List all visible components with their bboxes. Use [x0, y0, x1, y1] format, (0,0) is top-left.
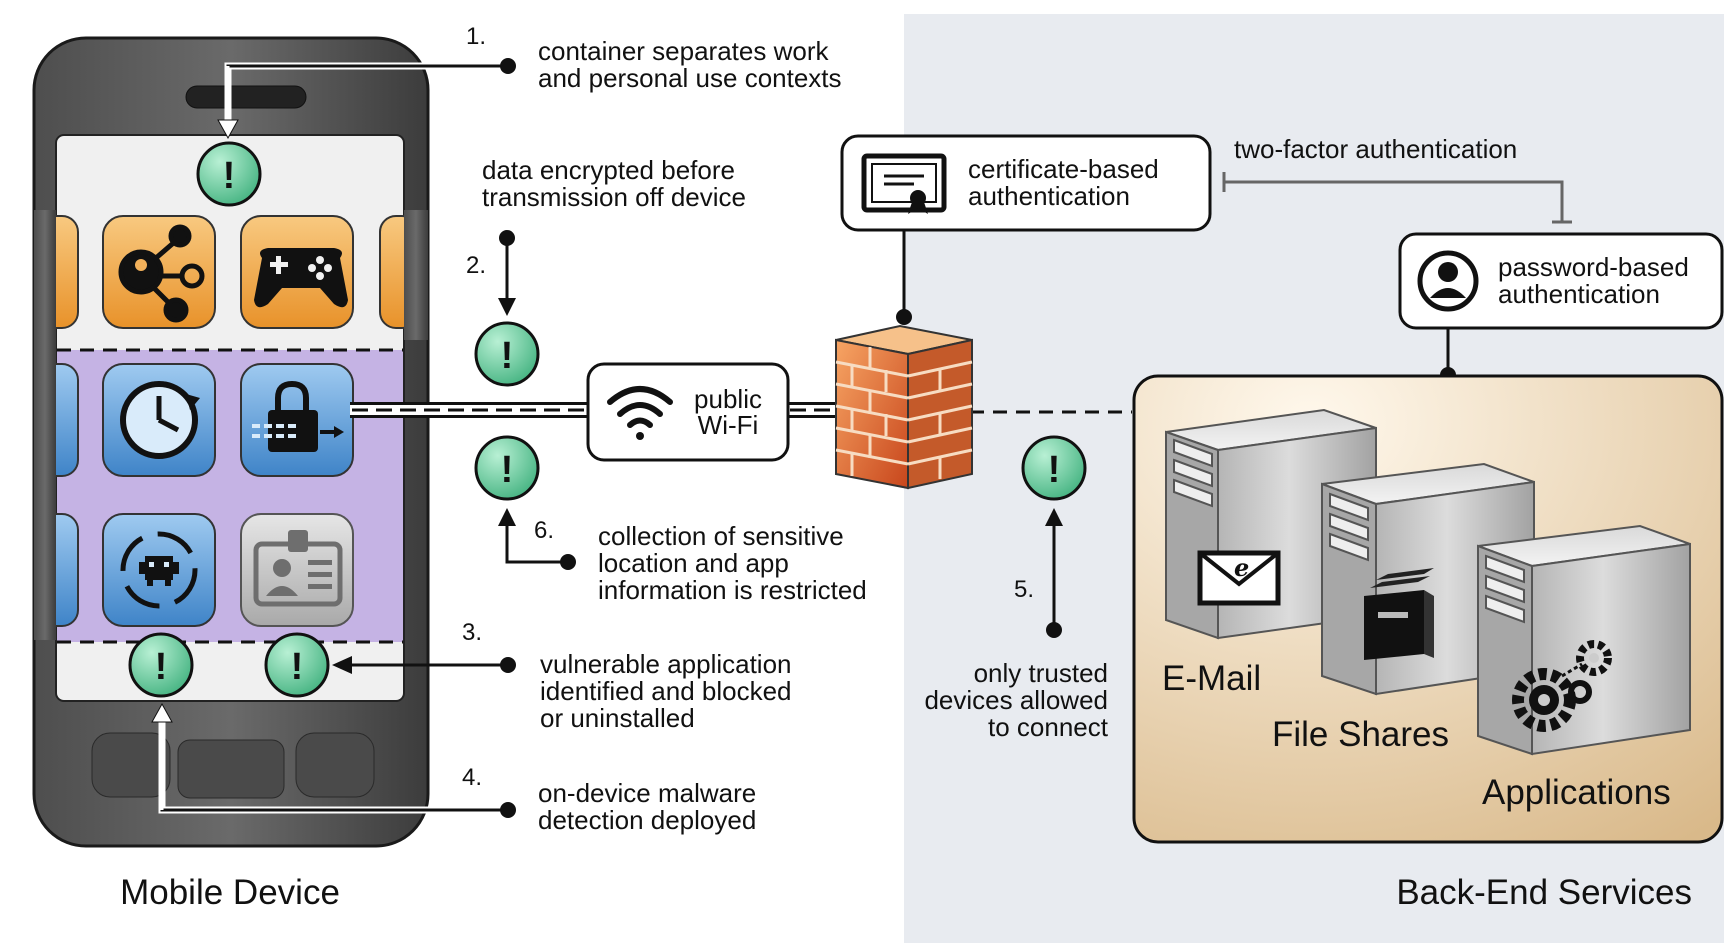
section-mobile-title: Mobile Device: [120, 873, 340, 912]
step-3-connector: [332, 656, 516, 674]
step-1-number: 1.: [466, 23, 486, 50]
step-6-line3: information is restricted: [598, 575, 867, 605]
exclamation-icon: !: [155, 646, 168, 688]
step-5-line2: devices allowed: [924, 685, 1108, 715]
step-1-connector: [217, 58, 516, 140]
step-2-line2: transmission off device: [482, 182, 746, 212]
certificate-icon: [861, 153, 947, 214]
encryption-lock-icon: [252, 380, 344, 452]
app-social-network[interactable]: [102, 215, 216, 329]
id-card-icon: [253, 530, 343, 607]
app-id-card[interactable]: [240, 513, 354, 627]
step-2-number: 2.: [466, 252, 486, 279]
step-2-connector: [498, 230, 516, 316]
two-factor-bracket: [1222, 172, 1572, 224]
certificate-label-line1: certificate-based: [968, 154, 1159, 184]
malware-target-icon: [120, 531, 198, 609]
step-2-line1: data encrypted before: [482, 155, 735, 185]
step-5-connector: [1045, 508, 1063, 638]
exclamation-icon: !: [1048, 449, 1061, 491]
step-5-number: 5.: [1014, 576, 1034, 603]
step-5-line1: only trusted: [974, 658, 1108, 688]
step-4-line1: on-device malware: [538, 778, 756, 808]
exclamation-icon: !: [501, 335, 514, 377]
exclamation-icon: !: [223, 155, 236, 197]
certificate-auth-box: certificate-based authentication: [840, 134, 1212, 232]
alert-badge-encryption: !: [474, 321, 540, 387]
server-icon: [1485, 554, 1525, 624]
firewall-icon: [835, 324, 973, 490]
alert-badge-malware: !: [128, 632, 194, 698]
alert-badge-container: !: [196, 141, 262, 207]
exclamation-icon: !: [501, 449, 514, 491]
step-4-connector: [151, 702, 516, 818]
password-auth-box: password-based authentication: [1398, 232, 1724, 330]
email-server-label: E-Mail: [1162, 659, 1261, 698]
certificate-label-line2: authentication: [968, 181, 1130, 211]
server-icon: [1329, 492, 1369, 562]
step-3-line1: vulnerable application: [540, 649, 792, 679]
step-4-line2: detection deployed: [538, 805, 756, 835]
social-network-icon: [118, 224, 205, 323]
step-6-connector: [498, 508, 576, 570]
wifi-label-line1: public: [694, 384, 762, 414]
wifi-label-line2: Wi-Fi: [698, 410, 759, 440]
clock-icon: [120, 381, 200, 459]
file-shares-label: File Shares: [1272, 715, 1449, 754]
applications-label: Applications: [1482, 773, 1671, 812]
app-malware-detection[interactable]: [102, 513, 216, 627]
password-label-line1: password-based: [1498, 252, 1689, 282]
step-5-line3: to connect: [988, 712, 1109, 742]
step-6-number: 6.: [534, 517, 554, 544]
step-1-line2: and personal use contexts: [538, 63, 842, 93]
public-wifi-node: public Wi-Fi: [586, 362, 790, 462]
step-6-line2: location and app: [598, 548, 789, 578]
app-game[interactable]: [240, 215, 354, 329]
alert-badge-vulnerable-app: !: [264, 632, 330, 698]
gamepad-icon: [254, 248, 348, 308]
email-icon: e: [1197, 550, 1281, 606]
password-label-line2: authentication: [1498, 279, 1660, 309]
section-backend-title: Back-End Services: [1396, 873, 1692, 912]
step-3-line3: or uninstalled: [540, 703, 695, 733]
app-clock[interactable]: [102, 363, 216, 477]
server-applications: [1477, 524, 1691, 756]
step-1-line1: container separates work: [538, 36, 829, 66]
wifi-icon: [607, 386, 673, 440]
app-encryption[interactable]: [240, 363, 354, 477]
alert-badge-trusted-devices: !: [1021, 435, 1087, 501]
user-icon: [1417, 250, 1479, 312]
file-drawer-icon: [1364, 568, 1434, 660]
exclamation-icon: !: [291, 646, 304, 688]
two-factor-label: two-factor authentication: [1234, 134, 1517, 164]
server-icon: [1173, 438, 1213, 508]
step-3-line2: identified and blocked: [540, 676, 792, 706]
step-3-number: 3.: [462, 619, 482, 646]
svg-text:e: e: [1234, 553, 1249, 582]
alert-badge-data-collection: !: [474, 435, 540, 501]
step-4-number: 4.: [462, 764, 482, 791]
gears-icon: [1512, 640, 1612, 732]
step-6-line1: collection of sensitive: [598, 521, 844, 551]
